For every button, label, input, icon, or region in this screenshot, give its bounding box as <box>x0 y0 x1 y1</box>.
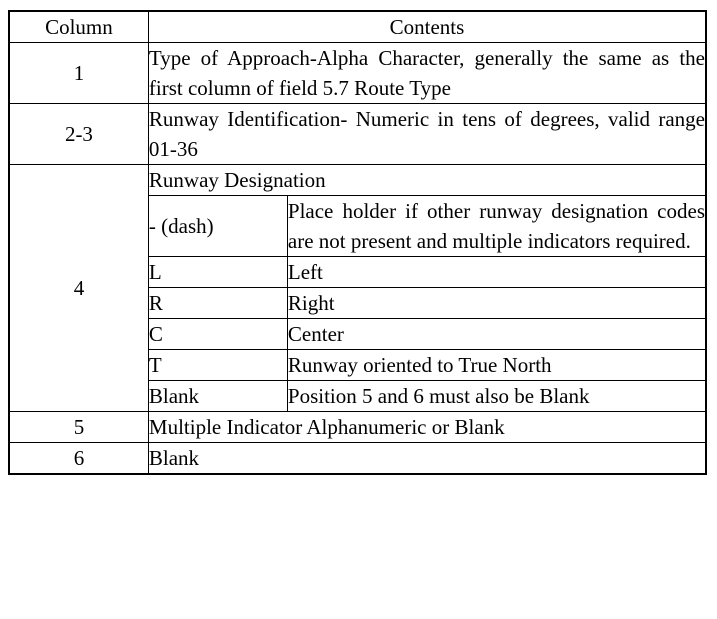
designation-code: - (dash) <box>148 195 288 257</box>
row-contents-group: Runway Designation - (dash) Place holder… <box>147 164 707 412</box>
designation-code: R <box>148 287 288 319</box>
designation-description: Position 5 and 6 must also be Blank <box>286 380 705 411</box>
designation-description: Center <box>286 318 705 350</box>
row-contents: Blank <box>147 442 707 475</box>
designation-code: T <box>148 349 288 381</box>
subtable-row: C Center <box>148 318 705 350</box>
designation-description: Place holder if other runway designation… <box>286 195 705 257</box>
designation-description: Right <box>286 287 705 319</box>
subtable-row: - (dash) Place holder if other runway de… <box>148 195 705 257</box>
table-row: 2-3 Runway Identification- Numeric in te… <box>8 103 707 165</box>
table-row: 5 Multiple Indicator Alphanumeric or Bla… <box>8 411 707 443</box>
row-column-number: 5 <box>8 411 149 443</box>
runway-identifier-spec-table: Column Contents 1 Type of Approach-Alpha… <box>8 10 707 475</box>
designation-code: L <box>148 256 288 288</box>
table-header-row: Column Contents <box>8 10 707 43</box>
subtable-row: T Runway oriented to True North <box>148 349 705 381</box>
designation-code: Blank <box>148 380 288 411</box>
row-column-number: 4 <box>8 164 149 412</box>
table-row: 1 Type of Approach-Alpha Character, gene… <box>8 42 707 104</box>
row-column-number: 2-3 <box>8 103 149 165</box>
subtable-row: L Left <box>148 256 705 288</box>
header-cell-column: Column <box>8 10 149 43</box>
table-row: 6 Blank <box>8 442 707 475</box>
subtable-row: R Right <box>148 287 705 319</box>
designation-code: C <box>148 318 288 350</box>
subtable-title-row: Runway Designation <box>148 165 705 196</box>
row-contents: Runway Designation <box>148 165 705 196</box>
table-row: 4 Runway Designation - (dash) <box>8 164 707 412</box>
row-column-number: 6 <box>8 442 149 475</box>
row-contents: Multiple Indicator Alphanumeric or Blank <box>147 411 707 443</box>
header-cell-contents: Contents <box>147 10 707 43</box>
row-column-number: 1 <box>8 42 149 104</box>
subtable-row: Blank Position 5 and 6 must also be Blan… <box>148 380 705 411</box>
designation-description: Runway oriented to True North <box>286 349 705 381</box>
row-contents: Type of Approach-Alpha Character, genera… <box>147 42 707 104</box>
designation-description: Left <box>286 256 705 288</box>
row-contents: Runway Identification- Numeric in tens o… <box>147 103 707 165</box>
runway-designation-subtable: Runway Designation - (dash) Place holder… <box>148 165 705 411</box>
spec-table-container: Column Contents 1 Type of Approach-Alpha… <box>8 10 707 475</box>
